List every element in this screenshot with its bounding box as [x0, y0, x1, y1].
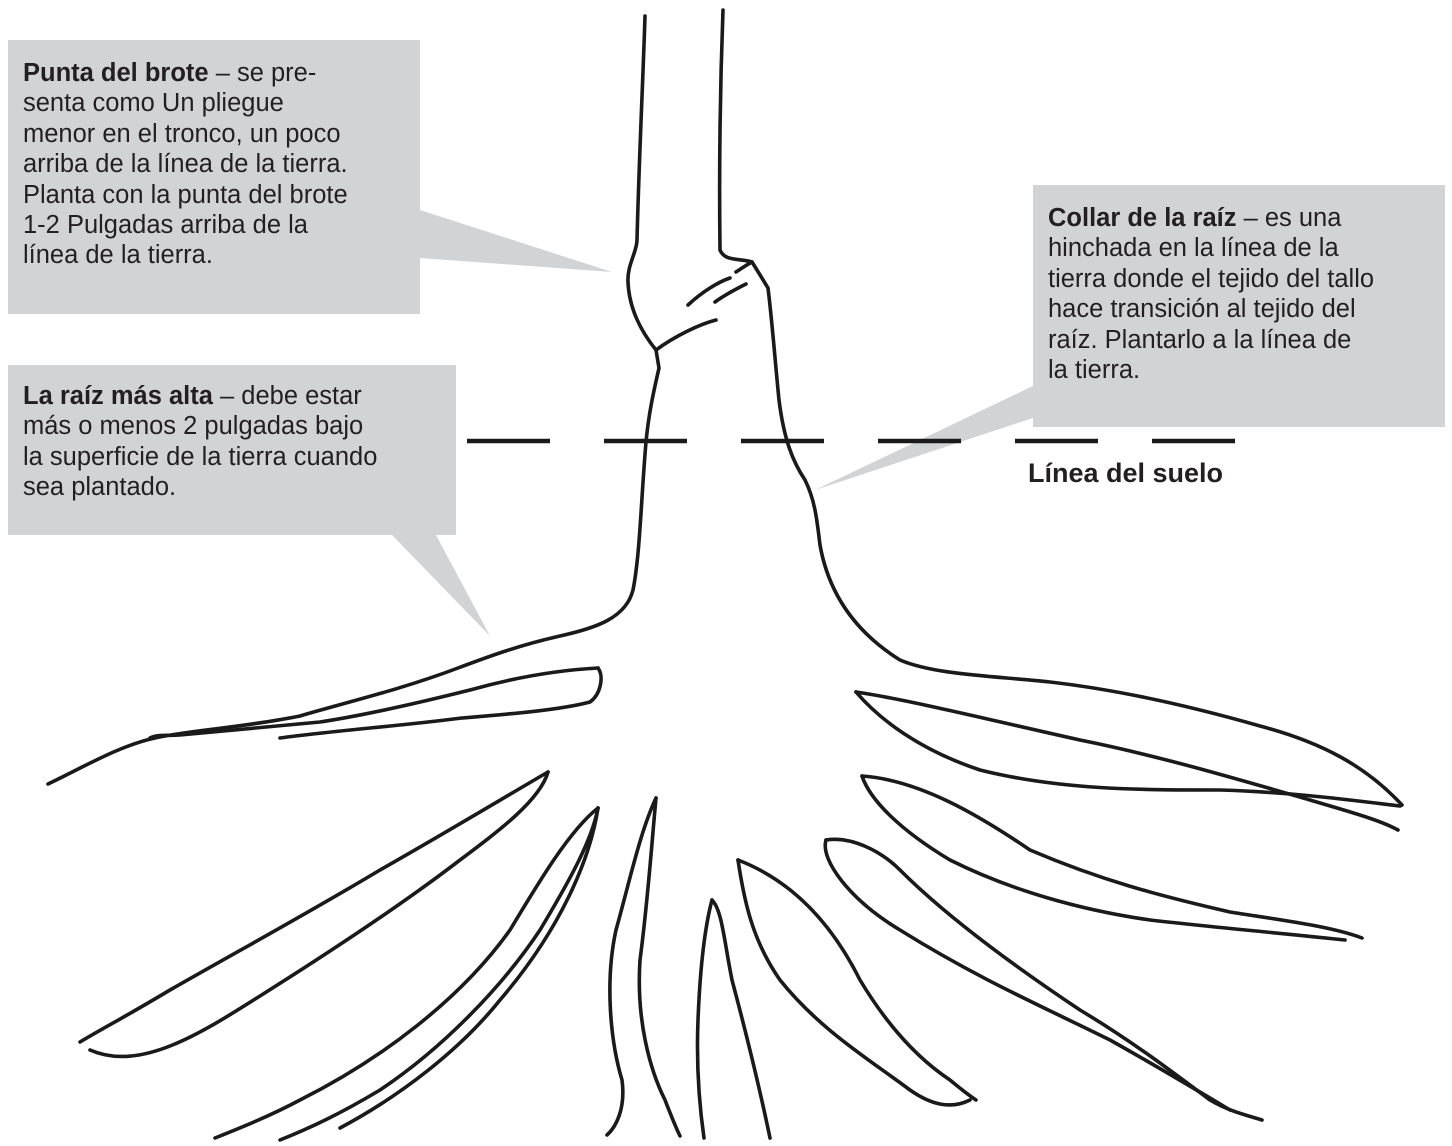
bud-crease [656, 262, 752, 350]
bud-tip-text-line: línea de la tierra. [23, 241, 213, 269]
highest-root-text-line: la superficie de la tierra cuando [23, 443, 377, 471]
root-right-upper [856, 692, 1398, 830]
bud-tip-text-line: 1-2 Pulgadas arriba de la [23, 211, 308, 239]
root-collar-text-line: tierra donde el tejido del tallo [1048, 265, 1374, 293]
collar-callout-pointer [815, 386, 1033, 490]
root-left-long-a [80, 772, 548, 1042]
bud-tip-text-line: – se pre- [209, 59, 317, 87]
root-collar-title: Collar de la raíz [1048, 204, 1237, 232]
root-center-a [607, 798, 656, 1135]
root-callout-pointer [392, 535, 490, 636]
root-collar-callout: Collar de la raíz – es una hinchada en l… [1033, 185, 1445, 427]
bud-tip-text-line: arriba de la línea de la tierra. [23, 150, 348, 178]
root-collar-text-line: la tierra. [1048, 356, 1140, 384]
bud-tip-title: Punta del brote [23, 59, 209, 87]
root-left-long-a-lower [90, 772, 548, 1056]
bud-callout-pointer [420, 210, 612, 272]
bud-tip-text-line: senta como Un pliegue [23, 89, 284, 117]
highest-root-text-line: – debe estar [213, 382, 362, 410]
root-collar-text-line: raíz. Plantarlo a la línea de [1048, 326, 1351, 354]
bud-tip-text-line: Planta con la punta del brote [23, 181, 348, 209]
root-collar-text-line: hace transición al tejido del [1048, 295, 1356, 323]
root-left-upper-tip [280, 668, 601, 738]
root-right-mid-inner [862, 776, 1345, 940]
highest-root-text-line: más o menos 2 pulgadas bajo [23, 412, 363, 440]
highest-root-callout: La raíz más alta – debe estar más o meno… [8, 365, 456, 535]
root-collar-text-line: hinchada en la línea de la [1048, 234, 1339, 262]
root-left-long-c [340, 808, 598, 1128]
highest-root-title: La raíz más alta [23, 382, 213, 410]
bud-tip-callout: Punta del brote – se pre- senta como Un … [8, 40, 420, 314]
root-center-a-right [639, 798, 680, 1136]
bud-tip-text-line: menor en el tronco, un poco [23, 120, 341, 148]
soil-line-label: Línea del suelo [1028, 458, 1223, 489]
root-center-b-right [712, 900, 770, 1138]
highest-root-text-line: sea plantado. [23, 473, 176, 501]
root-collar-text-line: – es una [1237, 204, 1342, 232]
root-center-b [697, 900, 712, 1138]
root-left-long-b-lower [280, 808, 598, 1140]
